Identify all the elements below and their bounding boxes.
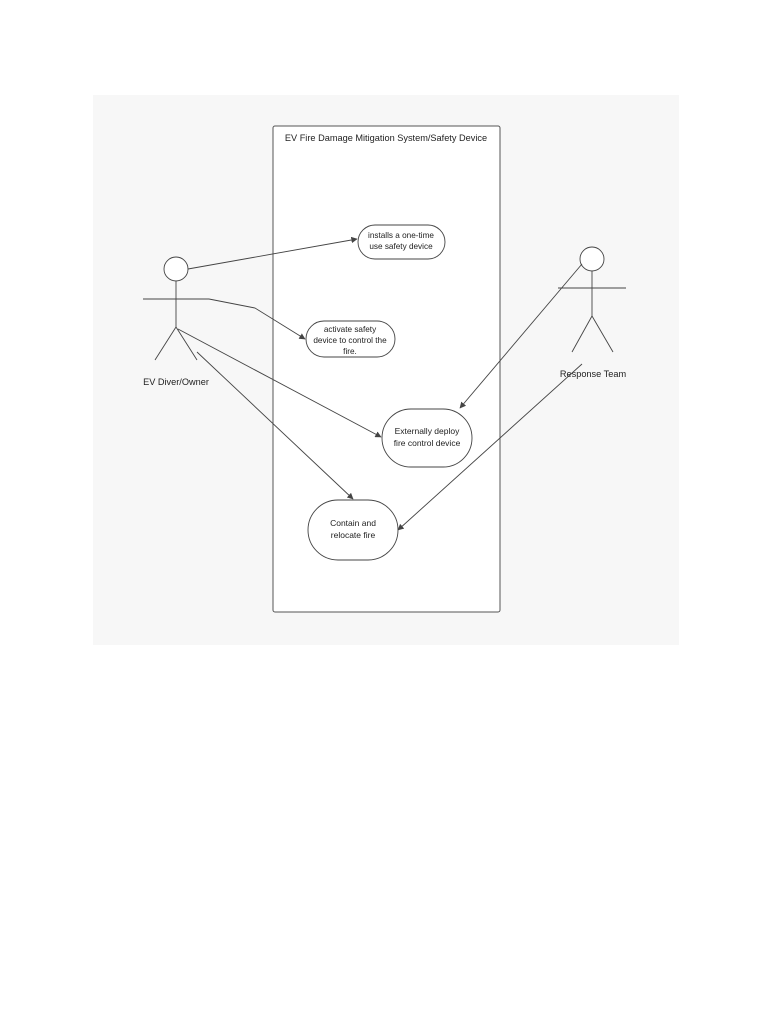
association-owner-activate	[208, 298, 306, 340]
actor-right-leg	[175, 326, 198, 361]
use-case-activate-line-1: activate safety	[324, 325, 377, 334]
association-owner-install	[187, 236, 358, 270]
use-case-activate-line-2: device to control the	[313, 336, 387, 345]
use-case-contain-line-1: Contain and	[330, 518, 376, 528]
use-case-activate-line-3: fire.	[343, 347, 357, 356]
actor-left-leg	[571, 315, 593, 353]
actor-owner-label: EV Diver/Owner	[143, 377, 209, 387]
association-team-deploy	[459, 263, 583, 409]
association-owner-deploy	[177, 328, 382, 438]
use-case-deploy	[381, 408, 473, 468]
use-case-contain-line-2: relocate fire	[331, 530, 376, 540]
actor-ev-owner	[143, 256, 209, 361]
actor-team-label: Response Team	[560, 369, 627, 379]
use-case-install-line-2: use safety device	[369, 242, 433, 251]
actor-right-leg	[591, 315, 614, 353]
actor-response-team	[558, 246, 626, 353]
use-case-deploy-line-2: fire control device	[394, 438, 461, 448]
actor-left-leg	[154, 326, 177, 361]
association-owner-contain	[196, 351, 354, 500]
actor-head	[579, 246, 605, 272]
use-case-activate	[305, 320, 396, 358]
use-case-deploy-line-1: Externally deploy	[395, 426, 460, 436]
system-title: EV Fire Damage Mitigation System/Safety …	[285, 133, 487, 143]
actor-head	[163, 256, 189, 282]
use-case-install	[357, 224, 446, 260]
use-case-install-line-1: installs a one-time	[368, 231, 434, 240]
association-team-contain	[397, 363, 583, 531]
